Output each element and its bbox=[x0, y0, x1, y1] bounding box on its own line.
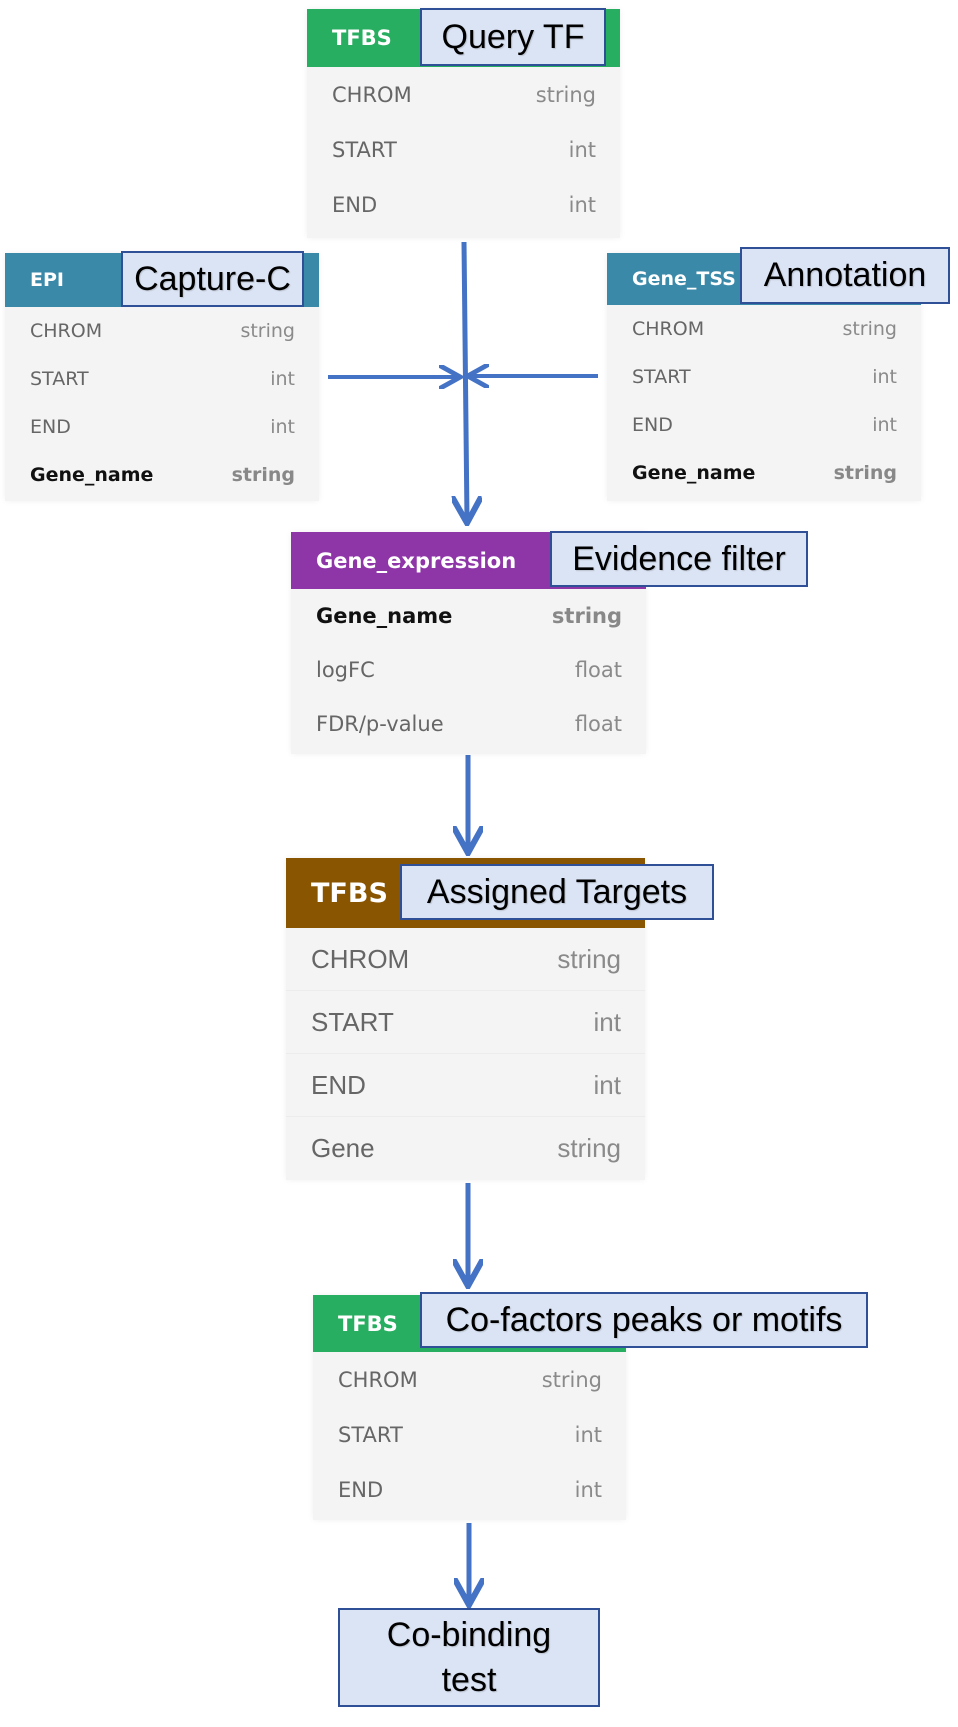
table-row: START int bbox=[632, 366, 897, 388]
gene-tss-header-label: Gene_TSS bbox=[632, 268, 736, 290]
gene-tss-label: Annotation bbox=[740, 247, 950, 304]
table-row: CHROM string bbox=[338, 1367, 602, 1392]
table-row: CHROM string bbox=[332, 82, 596, 107]
epi-header-label: EPI bbox=[30, 269, 64, 291]
epi-label: Capture-C bbox=[121, 251, 304, 307]
cobinding-line1: Co-binding bbox=[386, 1615, 552, 1654]
cobinding-line2: test bbox=[441, 1660, 497, 1699]
assigned-targets-label: Assigned Targets bbox=[400, 864, 714, 920]
table-row: END int bbox=[30, 416, 295, 438]
table-row: START int bbox=[286, 991, 645, 1054]
query-tf-header-label: TFBS bbox=[332, 26, 392, 50]
table-row: logFC float bbox=[316, 658, 622, 682]
assigned-targets-header-label: TFBS bbox=[311, 877, 388, 909]
table-row: Gene_name string bbox=[632, 462, 897, 484]
table-row: END int bbox=[332, 192, 596, 217]
table-row: Gene_name string bbox=[316, 604, 622, 628]
table-row: CHROM string bbox=[286, 928, 645, 991]
table-row: END int bbox=[286, 1054, 645, 1117]
table-row: CHROM string bbox=[632, 318, 897, 340]
table-row: START int bbox=[30, 368, 295, 390]
table-row: CHROM string bbox=[30, 320, 295, 342]
cofactors-header-label: TFBS bbox=[338, 1311, 398, 1336]
table-row: FDR/p-value float bbox=[316, 712, 622, 736]
arrow-query-to-expression bbox=[464, 241, 467, 520]
gene-expression-label: Evidence filter bbox=[550, 531, 808, 587]
query-tf-label: Query TF bbox=[420, 8, 606, 66]
cofactors-label: Co-factors peaks or motifs bbox=[420, 1292, 868, 1348]
table-row: START int bbox=[338, 1422, 602, 1447]
table-row: END int bbox=[338, 1477, 602, 1502]
table-row: END int bbox=[632, 414, 897, 436]
cobinding-test-box: Co-binding test bbox=[338, 1608, 600, 1707]
gene-expression-header-label: Gene_expression bbox=[316, 548, 517, 573]
table-row: START int bbox=[332, 137, 596, 162]
table-row: Gene_name string bbox=[30, 464, 295, 486]
table-row: Gene string bbox=[311, 1133, 621, 1163]
